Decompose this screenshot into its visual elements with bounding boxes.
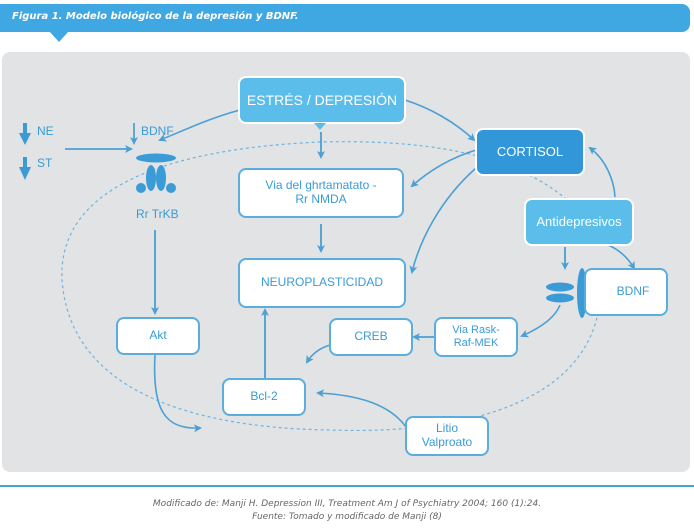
bdnf-right-node: BDNF — [584, 268, 668, 316]
cortisol-to-neuro-arrow — [409, 167, 477, 274]
estres-pointer — [314, 123, 326, 130]
estres-to-receptor-arrow — [158, 109, 241, 142]
neuroplasticidad-node: NEUROPLASTICIDAD — [238, 258, 406, 308]
right-receptor-icon — [546, 268, 587, 318]
akt-node: Akt — [116, 317, 200, 355]
footer-divider — [0, 485, 694, 487]
creb-out-arrow — [305, 344, 331, 364]
antidepresivos-to-cortisol-arrow — [588, 146, 616, 198]
trkb-receptor-icon — [136, 153, 176, 193]
bcl2-node: Bcl-2 — [222, 378, 306, 416]
cortisol-node: CORTISOL — [475, 128, 585, 176]
st-label: ST — [37, 156, 53, 170]
creb-node: CREB — [329, 318, 413, 356]
caption-line1: Modificado de: Manji H. Depression III, … — [152, 499, 542, 509]
ne-down-arrow — [19, 123, 31, 145]
figure-title-bar — [0, 4, 690, 32]
via-rask-line2: Raf-MEK — [453, 337, 499, 349]
akt-out-arrow — [153, 354, 202, 433]
litio-line1: Litio — [435, 421, 458, 436]
receptor-to-rask-arrow — [520, 304, 561, 338]
figure-title: Figura 1. Modelo biológico de la depresi… — [12, 11, 299, 22]
estres-to-cortisol-arrow — [404, 99, 476, 142]
litio-line2: Valproato — [421, 435, 473, 449]
bdnf-top-label: BDNF — [141, 124, 174, 138]
glutamato-line1: Via del ghrtamatato - — [265, 178, 377, 193]
litio-to-bcl2-arrow — [316, 389, 407, 428]
litio-valproato-node: Litio Valproato — [405, 416, 489, 456]
antidepresivos-node: Antidepresivos — [524, 198, 634, 246]
caption-line2: Fuente: Tomado y modificado de Manji (8) — [252, 512, 442, 522]
title-pointer — [49, 31, 69, 42]
glutamato-line2: Rr NMDA — [295, 192, 347, 206]
receptor-label: Rr TrKB — [136, 207, 179, 221]
via-rask-line1: Via Rask- — [452, 324, 500, 337]
glutamato-node: Via del ghrtamatato - Rr NMDA — [238, 168, 404, 218]
ne-label: NE — [37, 124, 54, 138]
cortisol-to-glutamato-arrow — [410, 149, 477, 188]
via-rask-node: Via Rask- Raf-MEK — [434, 317, 518, 357]
antidepresivos-to-bdnf-arrow — [607, 244, 636, 270]
estres-depresion-node: ESTRÉS / DEPRESIÓN — [238, 76, 406, 124]
st-down-arrow — [19, 157, 31, 180]
